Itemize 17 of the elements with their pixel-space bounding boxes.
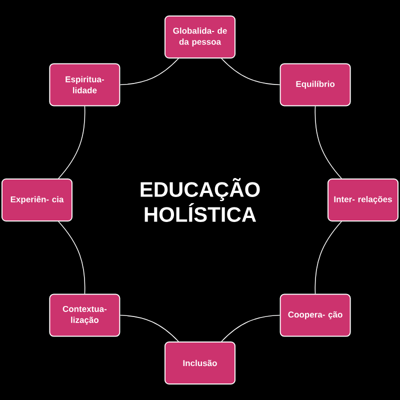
connector-arc bbox=[58, 106, 86, 179]
process-box: Coopera- ção bbox=[280, 294, 351, 337]
connector-arc bbox=[120, 314, 179, 342]
connector-arc bbox=[58, 221, 86, 294]
process-box: Contextua- lização bbox=[49, 294, 120, 337]
title: EDUCAÇÃO HOLÍSTICA bbox=[140, 178, 260, 222]
process-box: Inclusão bbox=[164, 342, 236, 384]
process-box: Equilíbrio bbox=[280, 63, 351, 106]
process-box: Experiên- cia bbox=[2, 178, 72, 222]
connector-arc bbox=[314, 221, 342, 294]
connector-arc bbox=[221, 58, 280, 86]
process-box: Espiritua- lidade bbox=[49, 63, 120, 106]
process-box: Inter- relações bbox=[328, 178, 398, 222]
connector-arc bbox=[314, 106, 342, 179]
connector-arc bbox=[120, 58, 179, 86]
connector-arc bbox=[221, 314, 280, 342]
process-box: Globalida- de da pessoa bbox=[164, 16, 236, 58]
